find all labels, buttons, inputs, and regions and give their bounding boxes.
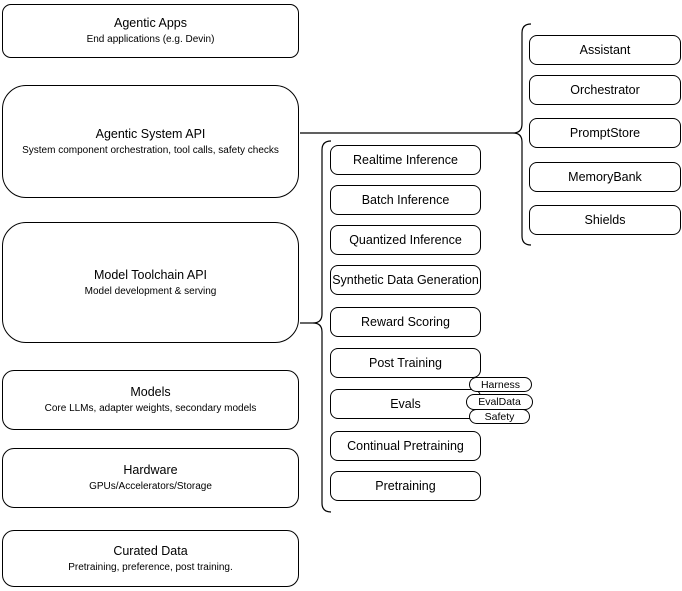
tag-label: Harness bbox=[480, 378, 521, 391]
node-label: Quantized Inference bbox=[349, 233, 462, 247]
node-label: Shields bbox=[584, 213, 626, 227]
node-label: Pretraining bbox=[375, 479, 436, 493]
node-subtitle: System component orchestration, tool cal… bbox=[22, 144, 279, 156]
tag-label: EvalData bbox=[478, 396, 521, 408]
node-models: Models Core LLMs, adapter weights, secon… bbox=[2, 370, 299, 430]
node-continual-pretraining: Continual Pretraining bbox=[330, 431, 481, 461]
node-label: Orchestrator bbox=[570, 83, 640, 97]
node-quantized-inference: Quantized Inference bbox=[330, 225, 481, 255]
node-title: Model Toolchain API bbox=[93, 267, 208, 282]
node-label: Evals bbox=[390, 397, 421, 411]
node-orchestrator: Orchestrator bbox=[529, 75, 681, 105]
node-agentic-system-api: Agentic System API System component orch… bbox=[2, 85, 299, 198]
node-assistant: Assistant bbox=[529, 35, 681, 65]
node-batch-inference: Batch Inference bbox=[330, 185, 481, 215]
node-label: Realtime Inference bbox=[353, 153, 458, 167]
node-title: Agentic Apps bbox=[114, 16, 187, 30]
node-label: PromptStore bbox=[569, 126, 641, 140]
node-label: Continual Pretraining bbox=[347, 439, 464, 453]
node-label: Synthetic Data Generation bbox=[332, 273, 479, 287]
node-model-toolchain-api: Model Toolchain API Model development & … bbox=[2, 222, 299, 343]
node-title: Models bbox=[130, 385, 171, 399]
node-subtitle: Pretraining, preference, post training. bbox=[68, 561, 233, 573]
node-subtitle: End applications (e.g. Devin) bbox=[86, 34, 215, 45]
node-realtime-inference: Realtime Inference bbox=[330, 145, 481, 175]
tag-harness: Harness bbox=[469, 377, 532, 392]
node-agentic-apps: Agentic Apps End applications (e.g. Devi… bbox=[2, 4, 299, 58]
node-subtitle: Core LLMs, adapter weights, secondary mo… bbox=[44, 403, 257, 414]
node-title: Agentic System API bbox=[95, 126, 206, 141]
node-hardware: Hardware GPUs/Accelerators/Storage bbox=[2, 448, 299, 508]
node-evals: Evals bbox=[330, 389, 481, 419]
node-reward-scoring: Reward Scoring bbox=[330, 307, 481, 337]
node-post-training: Post Training bbox=[330, 348, 481, 378]
node-curated-data: Curated Data Pretraining, preference, po… bbox=[2, 530, 299, 587]
node-label: Reward Scoring bbox=[361, 315, 450, 329]
tag-safety: Safety bbox=[469, 409, 530, 424]
node-label: Batch Inference bbox=[361, 193, 450, 207]
node-pretraining: Pretraining bbox=[330, 471, 481, 501]
node-shields: Shields bbox=[529, 205, 681, 235]
node-title: Hardware bbox=[123, 463, 178, 477]
node-label: Post Training bbox=[369, 356, 442, 370]
toolchain-components-bracket bbox=[312, 140, 332, 513]
node-title: Curated Data bbox=[113, 543, 188, 558]
tag-label: Safety bbox=[484, 410, 515, 423]
node-subtitle: GPUs/Accelerators/Storage bbox=[89, 481, 212, 492]
node-label: Assistant bbox=[579, 43, 631, 57]
node-synthetic-data-generation: Synthetic Data Generation bbox=[330, 265, 481, 295]
node-promptstore: PromptStore bbox=[529, 118, 681, 148]
node-subtitle: Model development & serving bbox=[84, 285, 217, 297]
node-memorybank: MemoryBank bbox=[529, 162, 681, 192]
tag-evaldata: EvalData bbox=[466, 394, 533, 410]
node-label: MemoryBank bbox=[568, 170, 642, 184]
